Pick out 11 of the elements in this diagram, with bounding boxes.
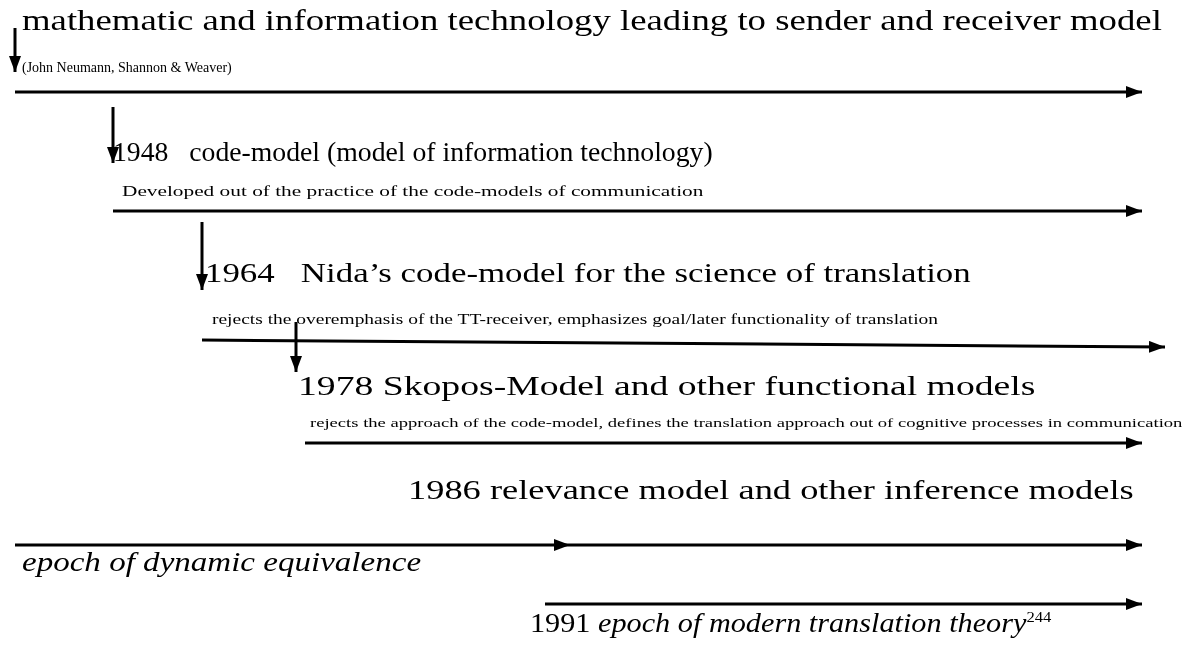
note-text: (John Neumann, Shannon & Weaver) xyxy=(22,61,232,75)
note-text: rejects the approach of the code-model, defines the translation approach out of cognitive processes in communication xyxy=(310,416,1183,429)
note-text: rejects the overemphasis of the TT-receiver, emphasizes goal/later functionality of translation xyxy=(212,313,938,327)
epoch-text: 1991 epoch of modern translation theory$^{244}$ xyxy=(530,609,1052,638)
milestone-text: 1948 code-model (model of information technology) xyxy=(113,138,713,166)
heading-text: mathematic and information technology leading to sender and receiver model xyxy=(22,5,1162,35)
milestone-text: 1986 relevance model and other inference models xyxy=(408,476,1134,504)
note-text: Developed out of the practice of the code-models of communication xyxy=(122,184,704,199)
milestone-text: 1978 Skopos-Model and other functional models xyxy=(298,372,1036,400)
epoch-text: epoch of dynamic equivalence xyxy=(22,548,422,576)
milestone-text: 1964 Nida’s code-model for the science of translation xyxy=(205,259,971,287)
